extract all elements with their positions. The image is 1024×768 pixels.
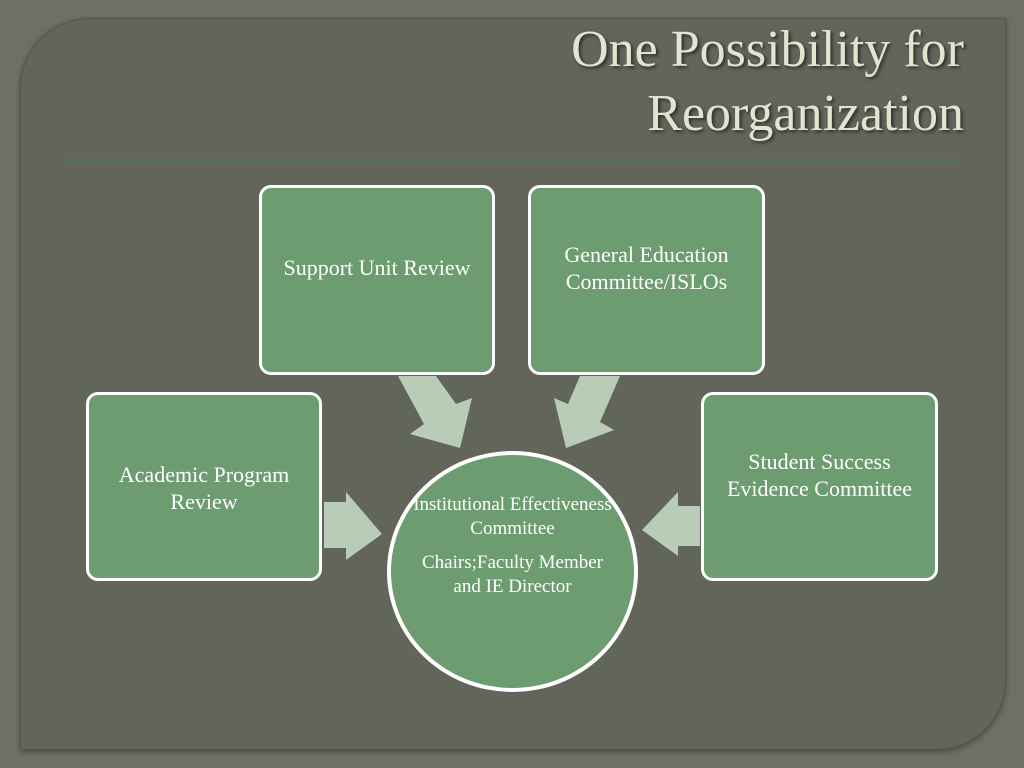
general-education-label: General Education Committee/ISLOs bbox=[564, 242, 729, 294]
arrow-apr-to-center bbox=[324, 492, 382, 560]
institutional-effectiveness-circle: Institutional Effectiveness Committee Ch… bbox=[387, 451, 638, 692]
slide-title-line-2: Reorganization bbox=[647, 85, 964, 142]
student-success-box: Student Success Evidence Committee bbox=[701, 392, 938, 581]
student-success-label: Student Success Evidence Committee bbox=[726, 449, 913, 501]
center-subtitle: Chairs;Faculty Member and IE Director bbox=[422, 552, 603, 597]
academic-program-review-label: Academic Program Review bbox=[118, 462, 290, 514]
slide-title-line-1: One Possibility for bbox=[571, 21, 964, 78]
support-unit-review-box: Support Unit Review bbox=[259, 185, 495, 375]
center-title: Institutional Effectiveness Committee bbox=[413, 494, 612, 539]
slide-title: One Possibility for Reorganization bbox=[264, 18, 964, 146]
arrow-support-to-center bbox=[398, 376, 472, 448]
arrow-ssec-to-center bbox=[642, 492, 700, 556]
title-divider bbox=[66, 159, 962, 161]
general-education-box: General Education Committee/ISLOs bbox=[528, 185, 765, 375]
academic-program-review-box: Academic Program Review bbox=[86, 392, 322, 581]
support-unit-review-label: Support Unit Review bbox=[283, 255, 471, 280]
arrow-gened-to-center bbox=[554, 376, 620, 448]
